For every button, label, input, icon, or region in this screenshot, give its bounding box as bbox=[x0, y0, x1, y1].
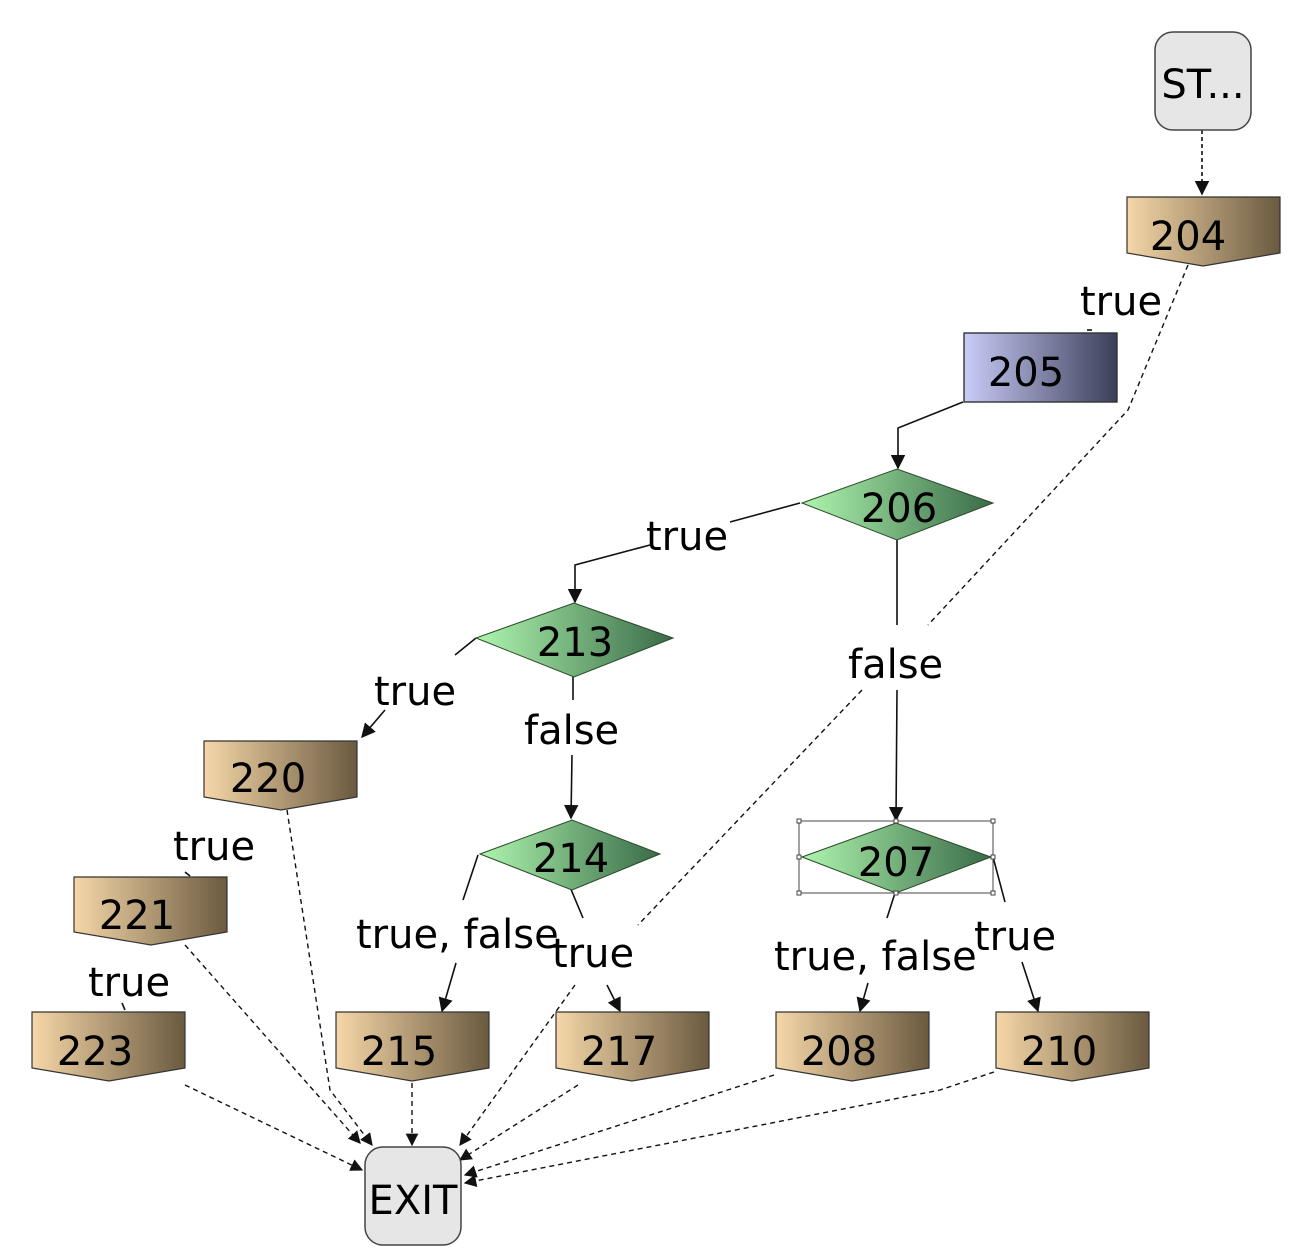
edge-label-206-213: true bbox=[646, 514, 728, 560]
resize-handle[interactable] bbox=[893, 890, 899, 896]
edge-label-220-221: true bbox=[173, 824, 255, 870]
node-exit[interactable]: EXIT bbox=[364, 1146, 462, 1246]
resize-handle[interactable] bbox=[990, 890, 996, 896]
node-label: 213 bbox=[537, 620, 613, 666]
edge-206-213 bbox=[575, 502, 801, 602]
edge-label-207-210: true bbox=[974, 914, 1056, 960]
basic-block-shape bbox=[335, 1011, 490, 1082]
edges bbox=[121, 130, 1210, 1188]
edge-label-213-220: true bbox=[374, 669, 456, 715]
node-label: 220 bbox=[230, 756, 306, 802]
condition-diamond-shape bbox=[474, 602, 675, 678]
edge-label-213-214: false bbox=[524, 708, 619, 754]
node-213[interactable]: 213 bbox=[474, 602, 675, 678]
edge-label-206-207: false bbox=[848, 642, 943, 688]
edge-label-207-208: true, false bbox=[774, 934, 977, 980]
edge-213-220 bbox=[362, 637, 477, 737]
edge-204-exit bbox=[460, 264, 1189, 1145]
node-label: ST... bbox=[1161, 62, 1244, 108]
edge-label-204-205: true bbox=[1080, 279, 1162, 325]
nodes: ST... 204 205 206 213 220 bbox=[31, 31, 1281, 1246]
exit-terminal-shape bbox=[364, 1146, 462, 1246]
edge-221-223 bbox=[121, 1002, 126, 1011]
node-217[interactable]: 217 bbox=[555, 1011, 710, 1082]
node-214[interactable]: 214 bbox=[478, 819, 662, 891]
basic-block-shape bbox=[203, 740, 358, 811]
basic-block-shape bbox=[995, 1011, 1150, 1082]
edge-221-exit bbox=[184, 944, 361, 1144]
node-label: 221 bbox=[99, 893, 175, 939]
node-start[interactable]: ST... bbox=[1154, 31, 1252, 131]
statement-block-shape bbox=[963, 332, 1118, 403]
edge-207-208 bbox=[860, 892, 896, 1011]
edge-label-221-223: true bbox=[88, 960, 170, 1006]
edge-220-exit bbox=[286, 809, 373, 1147]
edge-205-206 bbox=[890, 401, 964, 470]
condition-diamond-shape bbox=[478, 819, 662, 891]
node-label: 205 bbox=[988, 350, 1064, 396]
edge-label-214-215: true, false bbox=[356, 912, 559, 958]
node-206[interactable]: 206 bbox=[800, 468, 995, 541]
edge-label-214-217: true bbox=[552, 931, 634, 977]
node-215[interactable]: 215 bbox=[335, 1011, 490, 1082]
edge-223-exit bbox=[184, 1084, 364, 1171]
edge-213-214 bbox=[571, 677, 573, 818]
edge-217-exit bbox=[458, 1084, 579, 1161]
node-223[interactable]: 223 bbox=[31, 1011, 186, 1082]
edge-208-exit bbox=[463, 1074, 775, 1178]
edge-207-210 bbox=[992, 856, 1038, 1011]
node-204[interactable]: 204 bbox=[1126, 196, 1281, 267]
node-label: 215 bbox=[361, 1029, 437, 1075]
node-label: EXIT bbox=[369, 1178, 458, 1224]
start-terminal-shape bbox=[1154, 31, 1252, 131]
resize-handle[interactable] bbox=[796, 854, 802, 860]
node-207[interactable]: 207 bbox=[796, 818, 996, 896]
node-220[interactable]: 220 bbox=[203, 740, 358, 811]
resize-handle[interactable] bbox=[796, 818, 802, 824]
node-label: 217 bbox=[581, 1029, 657, 1075]
condition-diamond-shape bbox=[800, 468, 995, 541]
resize-handle[interactable] bbox=[796, 890, 802, 896]
node-label: 210 bbox=[1021, 1029, 1097, 1075]
selection-box[interactable] bbox=[796, 818, 996, 896]
edge-labels: true true false true false true true tru… bbox=[88, 279, 1162, 1006]
basic-block-shape bbox=[1126, 196, 1281, 267]
node-label: 208 bbox=[801, 1029, 877, 1075]
resize-handle[interactable] bbox=[893, 818, 899, 824]
node-208[interactable]: 208 bbox=[775, 1011, 930, 1082]
edge-210-exit bbox=[463, 1071, 995, 1188]
basic-block-shape bbox=[73, 876, 228, 946]
node-label: 204 bbox=[1150, 214, 1226, 260]
node-210[interactable]: 210 bbox=[995, 1011, 1150, 1082]
node-205[interactable]: 205 bbox=[963, 332, 1118, 403]
edge-214-215 bbox=[442, 854, 479, 1011]
basic-block-shape bbox=[555, 1011, 710, 1082]
basic-block-shape bbox=[775, 1011, 930, 1082]
edge-206-207 bbox=[896, 540, 897, 820]
node-label: 223 bbox=[57, 1029, 133, 1075]
node-label: 206 bbox=[861, 486, 937, 532]
node-label: 214 bbox=[533, 836, 609, 882]
resize-handle[interactable] bbox=[990, 818, 996, 824]
edge-220-221 bbox=[184, 871, 191, 877]
node-label: 207 bbox=[858, 840, 934, 886]
basic-block-shape bbox=[31, 1011, 186, 1082]
node-221[interactable]: 221 bbox=[73, 876, 228, 946]
edge-214-217 bbox=[569, 886, 620, 1011]
resize-handle[interactable] bbox=[990, 854, 996, 860]
